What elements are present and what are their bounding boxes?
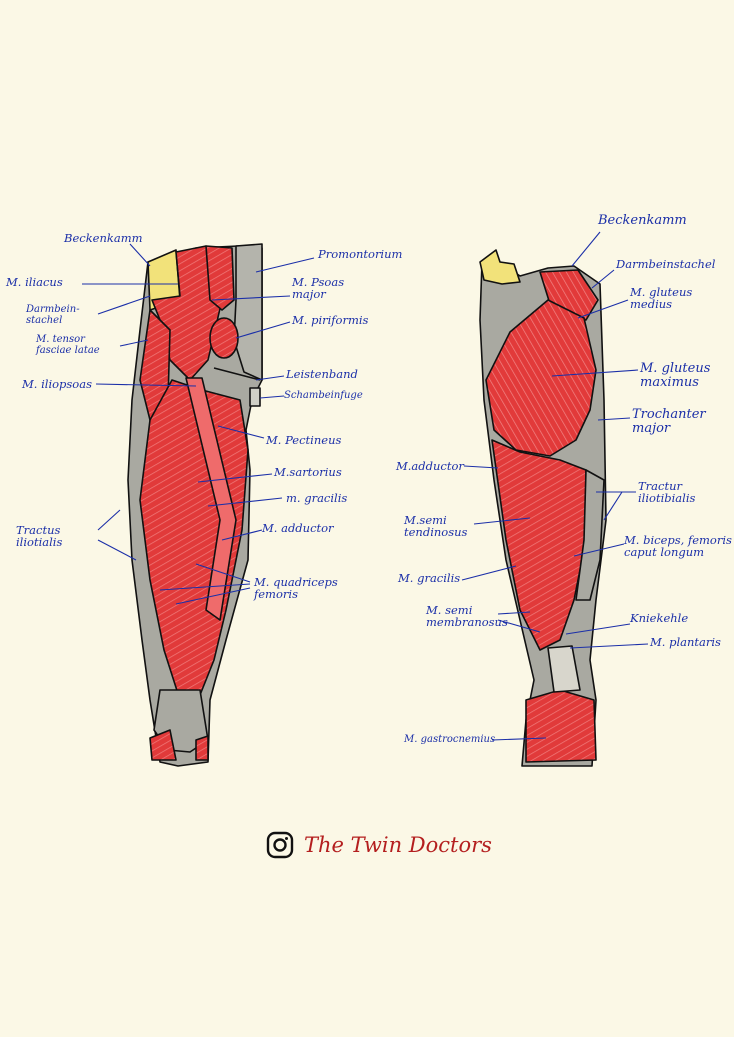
instagram-icon (266, 831, 294, 859)
label-tractus-posterior: Tractur iliotibialis (638, 479, 696, 505)
label-kniekehle: Kniekehle (630, 611, 689, 625)
pelvis-bone (233, 243, 263, 381)
label-gluteus-medius: M. gluteus medius (630, 285, 693, 311)
hamstring-muscles (491, 439, 587, 651)
label-pectineus: M. Pectineus (266, 433, 342, 447)
posterior-leader-lines (461, 231, 649, 741)
label-gracilis-posterior: M. gracilis (398, 571, 461, 585)
label-gastrocnemius: M. gastrocnemius (404, 734, 496, 745)
label-plantaris: M. plantaris (650, 635, 721, 649)
label-schambeinfuge: Schambeinfuge (284, 390, 363, 401)
label-darmbeinstachel-posterior: Darmbeinstachel (616, 257, 716, 271)
sartorius-muscle (185, 377, 237, 621)
label-beckenkamm-posterior: Beckenkamm (598, 213, 687, 228)
label-adductor-posterior: M.adductor (396, 459, 464, 473)
label-leistenband: Leistenband (286, 367, 358, 381)
brand-name: The Twin Doctors (304, 833, 492, 857)
label-trochanter: Trochanter major (632, 407, 706, 436)
anterior-leader-lines (82, 243, 315, 605)
label-iliacus: M. iliacus (6, 275, 63, 289)
gluteus-medius-muscle (539, 269, 599, 321)
label-tractus-anterior: Tractus iliotialis (16, 523, 63, 549)
knee-muscle-spot (149, 729, 177, 761)
label-adductor-anterior: M. adductor (262, 521, 334, 535)
posterior-leg (479, 249, 607, 767)
label-semimembranosus: M. semi membranosus (426, 603, 508, 629)
label-quadriceps: M. quadriceps femoris (254, 575, 338, 601)
psoas-muscle (205, 245, 235, 311)
gluteus-maximus-muscle (485, 299, 597, 457)
label-biceps-femoris: M. biceps, femoris caput longum (624, 533, 732, 559)
label-psoas: M. Psoas major (292, 275, 345, 301)
brand-footer: The Twin Doctors (266, 828, 492, 862)
label-sartorius: M.sartorius (274, 465, 342, 479)
popliteal-fossa (547, 645, 581, 693)
pubic-symphysis (249, 387, 261, 407)
label-gluteus-maximus: M. gluteus maximus (640, 361, 711, 390)
knee-muscle-spot-2 (195, 735, 209, 761)
tractus-strip (575, 469, 605, 601)
posterior-iliac-crest (479, 249, 521, 285)
anterior-leg (127, 243, 263, 767)
piriformis-muscle (209, 317, 239, 359)
label-piriformis: M. piriformis (292, 313, 369, 327)
gastrocnemius-muscle (525, 689, 597, 763)
label-tensor-fasciae: M. tensor fasciae latae (36, 334, 100, 356)
label-beckenkamm-anterior: Beckenkamm (64, 231, 143, 245)
inguinal-ligament (213, 367, 261, 381)
label-iliopsoas: M. iliopsoas (22, 377, 92, 391)
label-gracilis-anterior: m. gracilis (286, 491, 348, 505)
label-darmbeinstachel-anterior: Darmbein- stachel (26, 304, 80, 326)
label-promontorium: Promontorium (318, 247, 403, 261)
label-semitendinosus: M.semi tendinosus (404, 513, 468, 539)
